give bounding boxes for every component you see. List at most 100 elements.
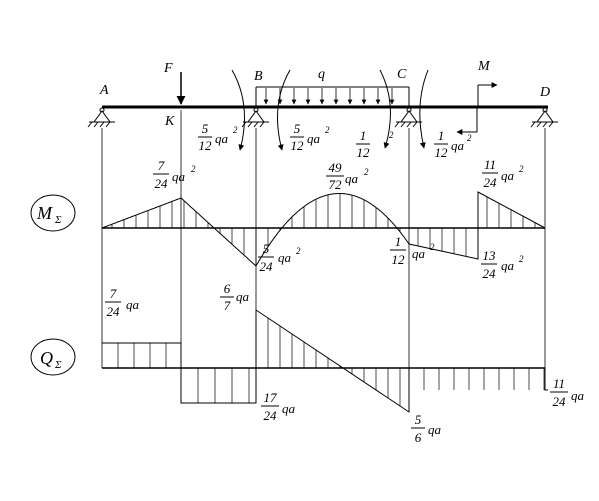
svg-text:qa: qa	[215, 131, 229, 146]
svg-text:qa: qa	[172, 169, 186, 184]
svg-text:1: 1	[438, 128, 445, 143]
support-c	[394, 107, 422, 128]
svg-text:12: 12	[291, 138, 305, 153]
shear-label-c: 5 6 qa	[411, 412, 442, 445]
svg-text:24: 24	[107, 304, 121, 319]
moment-label-d-bottom: 13 24 qa 2	[481, 248, 524, 281]
shear-label-b: 6 7 qa	[220, 281, 250, 313]
moment-label-c: 1 12 qa 2	[390, 234, 435, 267]
svg-text:qa: qa	[428, 422, 442, 437]
label-moment-c-right: 1 12 qa 2	[434, 128, 472, 160]
svg-text:2: 2	[519, 164, 524, 174]
svg-text:qa: qa	[236, 289, 250, 304]
svg-text:12: 12	[435, 145, 449, 160]
moment-label-b: 5 24 qa 2	[258, 241, 301, 274]
svg-text:qa: qa	[501, 258, 515, 273]
svg-text:1: 1	[395, 234, 402, 249]
svg-text:5: 5	[202, 121, 209, 136]
svg-text:49: 49	[329, 160, 343, 175]
label-distributed-load: q	[318, 67, 325, 82]
svg-text:5: 5	[263, 241, 270, 256]
shear-diagram-badge	[30, 338, 76, 376]
moment-hatching	[111, 193, 536, 266]
projection-lines	[101, 110, 546, 412]
svg-text:12: 12	[392, 252, 406, 267]
svg-text:7: 7	[158, 158, 165, 173]
moment-diagram: M Σ 7 24 qa 2 49 72 qa 2 5 24 qa 2 1	[30, 157, 546, 281]
svg-text:qa: qa	[501, 168, 515, 183]
svg-text:2: 2	[430, 242, 435, 252]
svg-text:qa: qa	[282, 401, 296, 416]
svg-text:2: 2	[233, 125, 238, 135]
svg-text:12: 12	[199, 138, 213, 153]
moment-diagram-name: M	[36, 203, 53, 223]
svg-text:2: 2	[325, 125, 330, 135]
svg-text:24: 24	[483, 266, 497, 281]
svg-text:12: 12	[357, 145, 371, 160]
svg-text:6: 6	[415, 430, 422, 445]
moment-label-span: 49 72 qa 2	[326, 160, 369, 192]
label-moment-c-left: 1 12 2	[356, 128, 394, 160]
svg-text:6: 6	[224, 281, 231, 296]
svg-text:qa: qa	[451, 138, 465, 153]
support-a	[87, 107, 115, 128]
svg-text:2: 2	[389, 130, 394, 140]
svg-text:5: 5	[294, 121, 301, 136]
moment-label-d-top: 11 24 qa 2	[482, 157, 524, 190]
svg-text:2: 2	[467, 133, 472, 143]
svg-text:17: 17	[264, 390, 278, 405]
svg-text:2: 2	[191, 164, 196, 174]
shear-label-cd: 11 24 qa	[550, 376, 585, 409]
svg-text:2: 2	[296, 246, 301, 256]
label-point-k: K	[164, 114, 175, 129]
svg-text:24: 24	[264, 408, 278, 423]
svg-text:24: 24	[484, 175, 498, 190]
svg-text:11: 11	[484, 157, 496, 172]
shear-label-ak: 7 24 qa	[105, 286, 140, 319]
svg-text:7: 7	[110, 286, 117, 301]
svg-text:24: 24	[155, 176, 169, 191]
shear-diagram-name: Q	[40, 348, 53, 368]
label-point-a: A	[99, 83, 109, 98]
svg-text:qa: qa	[345, 171, 359, 186]
distributed-load	[255, 86, 410, 106]
moment-diagram-badge	[30, 194, 76, 232]
shear-diagram: Q Σ 7 24 qa 17 24 qa 6 7 qa 5 6	[30, 281, 585, 445]
svg-text:2: 2	[364, 167, 369, 177]
support-b	[241, 107, 269, 128]
support-moment-labels: 5 12 qa 2 5 12 qa 2 1 12 2 1 12 qa 2	[198, 121, 472, 160]
svg-text:1: 1	[360, 128, 367, 143]
label-point-d: D	[539, 85, 550, 100]
support-d	[530, 107, 558, 128]
shear-outline	[102, 309, 548, 413]
svg-text:qa: qa	[412, 246, 426, 261]
beam-group: A B C D K F q M	[87, 59, 558, 151]
svg-text:11: 11	[553, 376, 565, 391]
shear-hatching	[117, 318, 545, 406]
label-moment-b-left: 5 12 qa 2	[198, 121, 238, 153]
moment-curve	[101, 191, 546, 267]
shear-label-kb: 17 24 qa	[261, 390, 296, 423]
svg-text:qa: qa	[126, 297, 140, 312]
svg-text:13: 13	[483, 248, 497, 263]
label-moment-load: M	[477, 59, 491, 74]
label-moment-b-right: 5 12 qa 2	[290, 121, 330, 153]
svg-text:qa: qa	[571, 388, 585, 403]
svg-text:24: 24	[260, 259, 274, 274]
support-moment-arrows	[231, 69, 429, 151]
moment-label-k: 7 24 qa 2	[153, 158, 196, 191]
svg-text:qa: qa	[278, 250, 292, 265]
label-point-c: C	[397, 67, 407, 82]
label-force: F	[163, 61, 173, 76]
svg-text:24: 24	[553, 394, 567, 409]
svg-text:7: 7	[224, 298, 231, 313]
svg-text:2: 2	[519, 254, 524, 264]
moment-diagram-subscript: Σ	[54, 214, 62, 226]
svg-text:qa: qa	[307, 131, 321, 146]
moment-load	[477, 82, 498, 107]
label-point-b: B	[254, 69, 263, 84]
svg-text:72: 72	[329, 177, 343, 192]
svg-text:5: 5	[415, 412, 422, 427]
shear-diagram-subscript: Σ	[54, 359, 62, 371]
